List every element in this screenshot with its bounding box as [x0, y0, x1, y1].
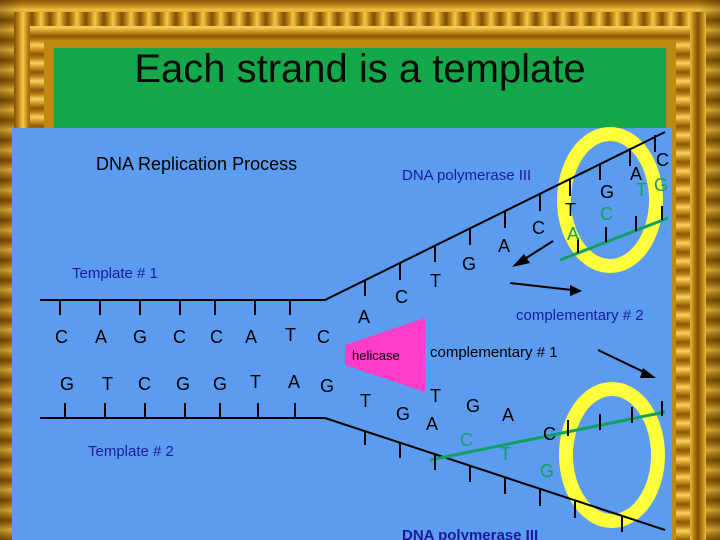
base-letter: C — [173, 327, 186, 347]
base-letter: A — [95, 327, 107, 347]
base-letter: T — [360, 391, 371, 411]
base-letter: A — [245, 327, 257, 347]
base-letter: C — [317, 327, 330, 347]
base-letter: T — [500, 444, 511, 464]
template1-label: Template # 1 — [72, 265, 158, 282]
polymerase-top-label: DNA polymerase III — [402, 167, 531, 184]
base-letter: T — [430, 271, 441, 291]
base-letter: A — [358, 307, 370, 327]
base-letter: A — [567, 224, 579, 244]
base-letter: C — [656, 150, 669, 170]
base-letter: C — [543, 424, 556, 444]
base-letter: G — [654, 175, 668, 195]
base-letter: G — [133, 327, 147, 347]
base-letter: C — [395, 287, 408, 307]
diagram-heading: DNA Replication Process — [96, 154, 297, 174]
base-letter: C — [460, 430, 473, 450]
base-letter: T — [430, 386, 441, 406]
base-letter: T — [565, 200, 576, 220]
template2-label: Template # 2 — [88, 443, 174, 460]
helicase-label: helicase — [352, 348, 400, 363]
base-letter: A — [502, 405, 514, 425]
base-letter: G — [540, 461, 554, 481]
base-letter: T — [250, 372, 261, 392]
base-letter: G — [60, 374, 74, 394]
base-letter: C — [600, 204, 613, 224]
base-letter: G — [176, 374, 190, 394]
complementary1-label: complementary # 1 — [430, 344, 558, 361]
base-letter: G — [213, 374, 227, 394]
base-letter: A — [288, 372, 300, 392]
base-letter: C — [210, 327, 223, 347]
complementary2-label: complementary # 2 — [516, 307, 644, 324]
base-letter: C — [55, 327, 68, 347]
base-letter: G — [462, 254, 476, 274]
base-letter: T — [285, 325, 296, 345]
base-letter: T — [102, 374, 113, 394]
polymerase-bottom-label: DNA polymerase III — [402, 527, 538, 540]
base-letter: G — [466, 396, 480, 416]
base-letter: G — [320, 376, 334, 396]
base-letter: G — [396, 404, 410, 424]
base-letter: A — [498, 236, 510, 256]
base-letter: A — [426, 414, 438, 434]
base-letter: C — [532, 218, 545, 238]
base-letter: G — [600, 182, 614, 202]
base-letter: A — [630, 164, 642, 184]
base-letter: C — [138, 374, 151, 394]
